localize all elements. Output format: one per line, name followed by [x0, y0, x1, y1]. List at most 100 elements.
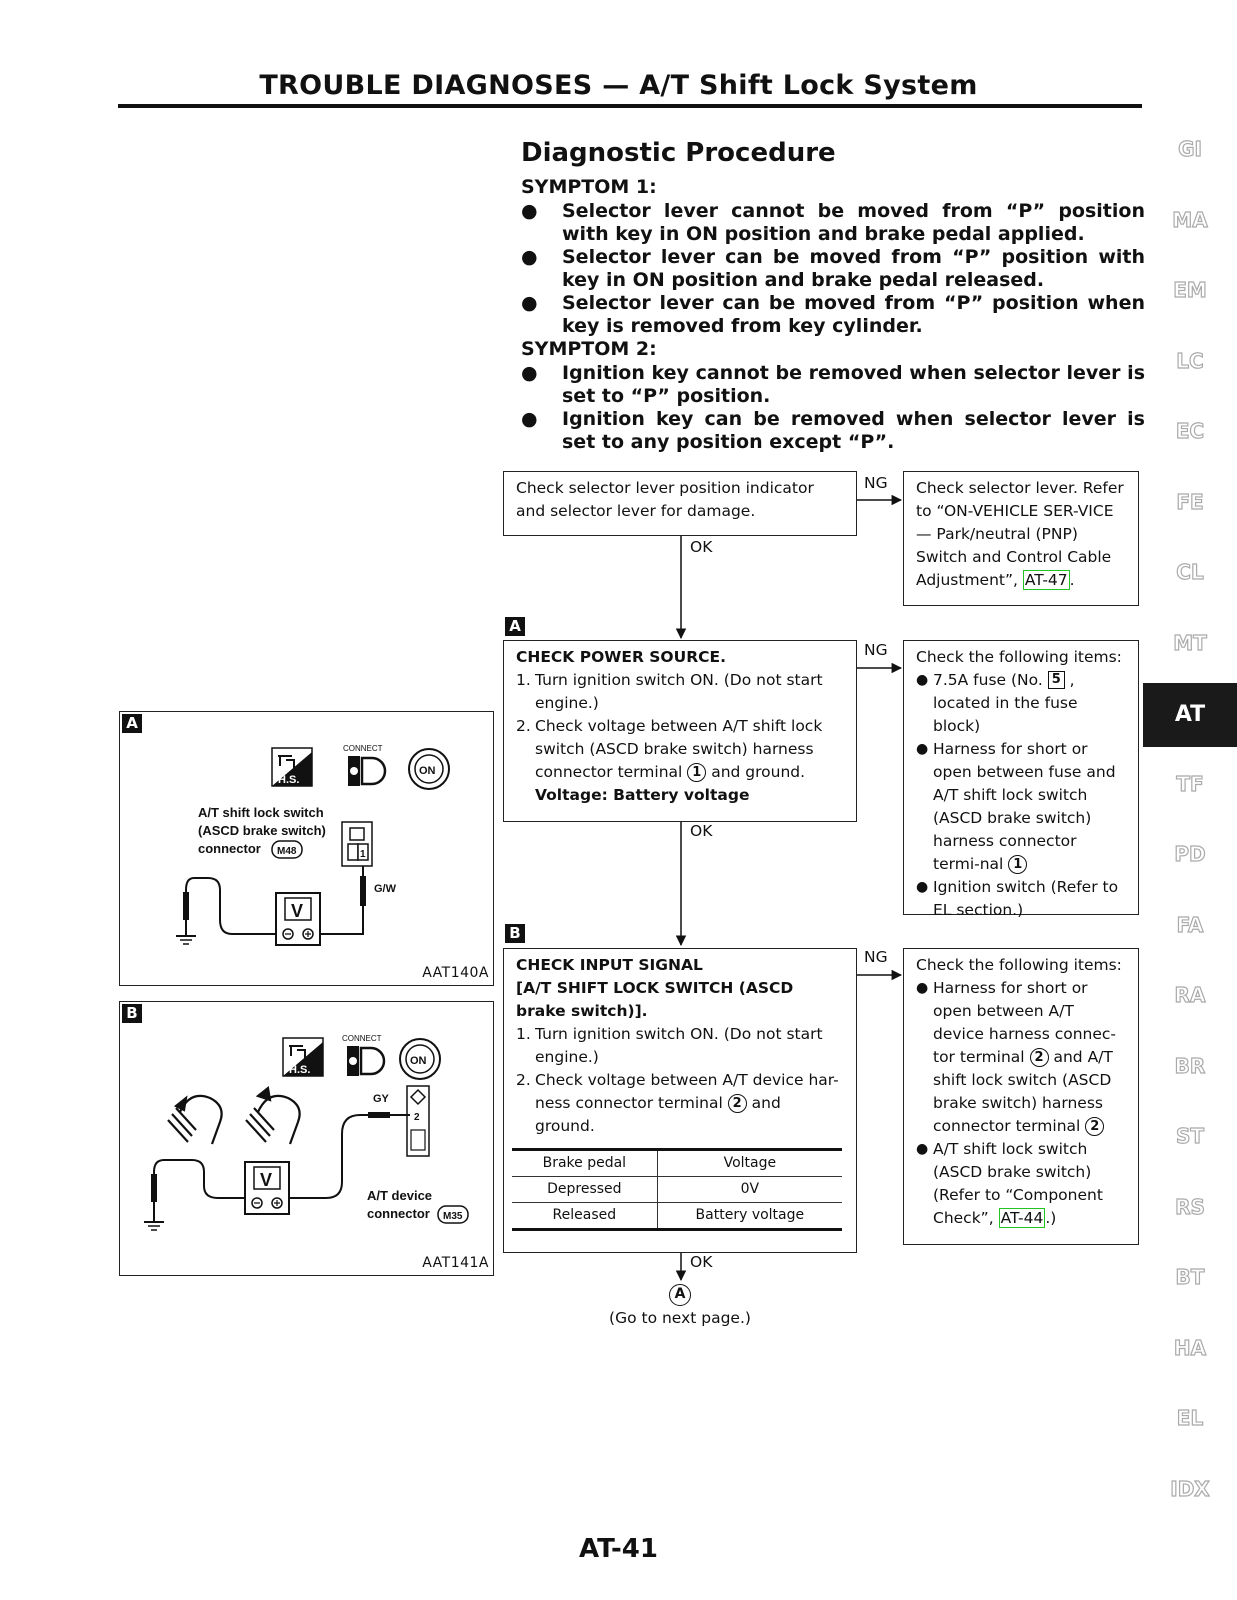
flow-ng-input-signal-items: Check the following items: Harness for s…: [903, 948, 1139, 1245]
switch-label: connector: [198, 841, 261, 856]
section-tab-fa[interactable]: FA: [1176, 912, 1204, 937]
wire-color-label: G/W: [374, 883, 397, 895]
section-tab-ma[interactable]: MA: [1172, 207, 1209, 232]
step-item: 1. Turn ignition switch ON. (Do not star…: [516, 669, 844, 715]
terminal-label: 1: [360, 849, 366, 860]
table-row: Released Battery voltage: [512, 1202, 842, 1231]
section-tab-st[interactable]: ST: [1175, 1123, 1205, 1148]
voltmeter-label: V: [291, 901, 303, 921]
ok-label: OK: [690, 822, 713, 840]
connector-m35-icon: [406, 1085, 430, 1157]
figure-input-signal: B H.S. CONNECT ON GY: [119, 1001, 494, 1276]
section-tab-br[interactable]: BR: [1174, 1053, 1206, 1078]
section-tab-tf[interactable]: TF: [1176, 771, 1205, 796]
page-title: TROUBLE DIAGNOSES — A/T Shift Lock Syste…: [259, 70, 978, 101]
connector-code: M35: [443, 1211, 463, 1222]
ng-item: A/T shift lock switch (ASCD brake switch…: [916, 1138, 1126, 1230]
symptom2-item-text: Ignition key can be removed when selecto…: [562, 408, 1145, 453]
figure-letter: A: [122, 714, 142, 733]
section-tab-at-active[interactable]: AT: [1143, 683, 1237, 747]
ng-text-end: .: [1069, 571, 1075, 589]
table-header-cell: Voltage: [656, 1148, 842, 1177]
step-item-text-end: and ground.: [711, 763, 806, 781]
hs-label: H.S.: [289, 1064, 310, 1076]
step-item-text: Check voltage between A/T shift lock swi…: [535, 717, 823, 781]
ng-item: Ignition switch (Refer to EL section.): [916, 876, 1126, 922]
section-tab-cl[interactable]: CL: [1176, 559, 1205, 584]
step-item-text: Turn ignition switch ON. (Do not start e…: [535, 1025, 823, 1066]
step-item-number: 2.: [516, 717, 531, 735]
section-tab-el[interactable]: EL: [1176, 1405, 1204, 1430]
voltmeter-label: V: [260, 1170, 272, 1190]
symptom1-item-text: Selector lever can be moved from “P” pos…: [562, 292, 1145, 337]
symptom2-heading: SYMPTOM 2:: [521, 338, 657, 360]
symptom1-item: ● Selector lever can be moved from “P” p…: [521, 292, 1145, 338]
symptom2-item: ● Ignition key can be removed when selec…: [521, 408, 1145, 454]
section-marker-a: A: [505, 617, 525, 636]
ref-link-at44[interactable]: AT-44: [998, 1208, 1046, 1228]
hs-tool-icon: [271, 747, 313, 787]
figure-code: AAT141A: [422, 1255, 489, 1271]
hs-tool-icon: [282, 1037, 324, 1077]
ok-label: OK: [690, 1253, 713, 1271]
ng-item-text: Ignition switch (Refer to EL section.): [933, 878, 1119, 919]
flow-step-check-power-source: CHECK POWER SOURCE. 1. Turn ignition swi…: [503, 640, 857, 822]
flow-step-text: Check selector lever position indicator …: [516, 479, 814, 520]
voltmeter-icon: [244, 1161, 290, 1215]
ng-item-text: A/T shift lock switch (ASCD brake switch…: [933, 1140, 1103, 1227]
section-tab-pd[interactable]: PD: [1174, 841, 1206, 866]
continuation-marker-a: A: [669, 1284, 691, 1306]
figure-b-drawing: H.S. CONNECT ON GY 2: [144, 1034, 469, 1231]
bullet-icon: ●: [521, 292, 538, 314]
terminal-label: 2: [414, 1112, 420, 1123]
step-item-text: Turn ignition switch ON. (Do not start e…: [535, 671, 823, 712]
ng-item: 7.5A fuse (No. 5 , located in the fuse b…: [916, 669, 1126, 738]
ng-item-text: Harness for short or open between fuse a…: [933, 740, 1116, 873]
symptom1-item-text: Selector lever can be moved from “P” pos…: [562, 246, 1145, 291]
terminal-number-icon: 2: [1029, 1048, 1049, 1067]
section-tab-rs[interactable]: RS: [1174, 1194, 1205, 1219]
device-label: A/T device: [367, 1188, 432, 1203]
section-tab-em[interactable]: EM: [1173, 277, 1208, 302]
flow-step-check-input-signal: CHECK INPUT SIGNAL [A/T SHIFT LOCK SWITC…: [503, 948, 857, 1253]
section-tab-mt[interactable]: MT: [1173, 630, 1208, 655]
table-header-cell: Brake pedal: [512, 1148, 658, 1177]
connect-label: CONNECT: [342, 1034, 382, 1043]
step-item-text-end: and ground.: [535, 1094, 781, 1135]
section-tab-fe[interactable]: FE: [1176, 489, 1205, 514]
fuse-number-icon: 5: [1047, 671, 1065, 689]
symptom2-item-text: Ignition key cannot be removed when sele…: [562, 362, 1145, 407]
ng-label: NG: [864, 948, 888, 966]
on-label: ON: [410, 1055, 427, 1067]
switch-label: (ASCD brake switch): [198, 823, 326, 838]
section-tab-idx[interactable]: IDX: [1170, 1476, 1211, 1501]
step-title: CHECK POWER SOURCE.: [516, 648, 726, 666]
spec-voltage: Voltage: Battery voltage: [535, 786, 750, 804]
section-marker-b: B: [505, 924, 525, 943]
step-item: 2. Check voltage between A/T shift lock …: [516, 715, 844, 784]
table-cell: 0V: [656, 1176, 842, 1203]
section-tab-ra[interactable]: RA: [1174, 982, 1206, 1007]
connector-disconnect-icon: [347, 1046, 386, 1076]
ref-link-at47[interactable]: AT-47: [1022, 570, 1070, 590]
step-item-number: 1.: [516, 671, 531, 689]
flow-ng-check-selector-lever: Check selector lever. Refer to “ON-VEHIC…: [903, 471, 1139, 606]
section-tab-bt[interactable]: BT: [1175, 1264, 1205, 1289]
ng-item-text-end: .): [1045, 1209, 1057, 1227]
ng-item: Harness for short or open between fuse a…: [916, 738, 1126, 876]
ng-item: Harness for short or open between A/T de…: [916, 977, 1126, 1138]
terminal-number-icon: 1: [1008, 855, 1028, 874]
section-tab-gi[interactable]: GI: [1177, 136, 1202, 161]
figure-power-source: A H.S. CONNECT ON A/T shift lock switch …: [119, 711, 494, 986]
table-cell: Battery voltage: [656, 1202, 842, 1231]
step-title: CHECK INPUT SIGNAL: [516, 956, 703, 974]
device-label: connector: [367, 1206, 430, 1221]
ground-icon: [144, 1212, 164, 1231]
section-tab-ec[interactable]: EC: [1175, 418, 1205, 443]
terminal-number-icon: 2: [727, 1094, 747, 1113]
ng-item-text: Harness for short or open between A/T de…: [933, 979, 1117, 1066]
section-tab-lc[interactable]: LC: [1176, 348, 1205, 373]
step-item-number: 2.: [516, 1071, 531, 1089]
section-tab-ha[interactable]: HA: [1173, 1335, 1207, 1360]
ng-heading: Check the following items:: [916, 956, 1122, 974]
